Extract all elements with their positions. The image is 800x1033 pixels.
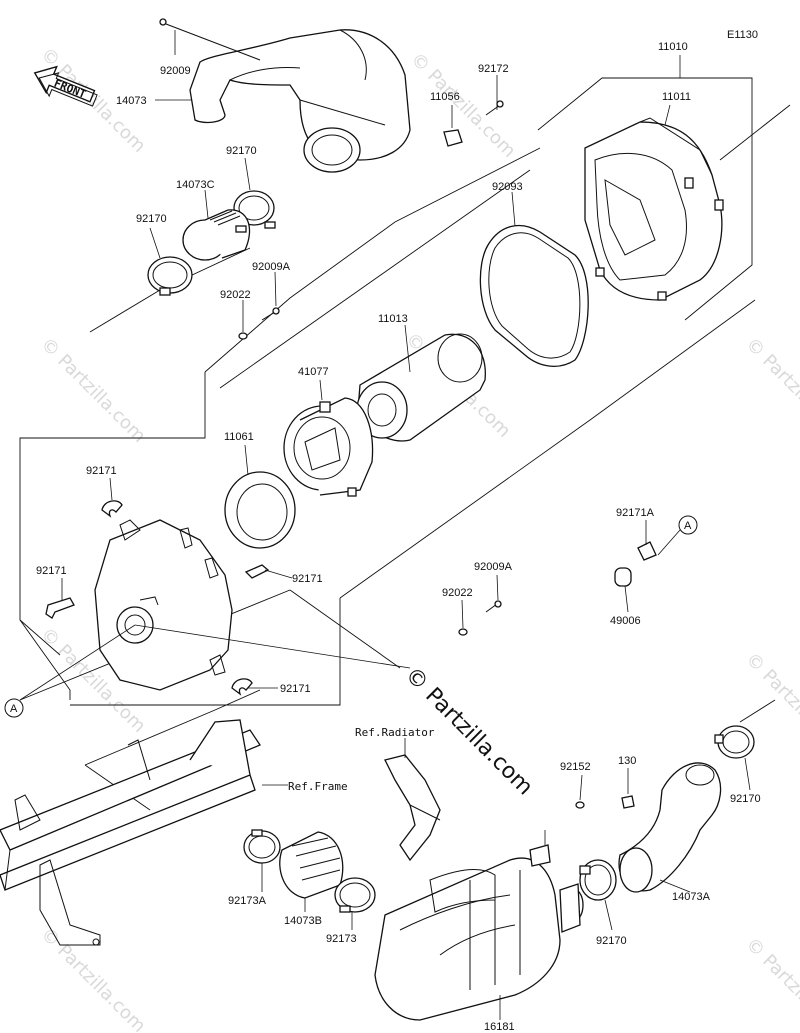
callout-92170-d: 92170	[596, 935, 627, 947]
ref-marker-a-left-text: A	[10, 703, 18, 715]
callout-92009: 92009	[160, 65, 191, 77]
screw-92009a-mid	[485, 600, 502, 613]
callout-92170-a: 92170	[226, 145, 257, 157]
callout-92172: 92172	[478, 63, 509, 75]
leader-lines	[61, 30, 751, 1020]
callout-92171-a: 92171	[86, 465, 117, 477]
filter-element-11013	[356, 333, 486, 442]
callout-11010: 11010	[658, 41, 688, 53]
clip-92171a	[637, 541, 657, 561]
callout-14073: 14073	[116, 95, 147, 107]
callout-14073b: 14073B	[284, 915, 322, 927]
clip-92171-b	[45, 597, 75, 619]
ref-radiator-label: Ref.Radiator	[355, 726, 435, 739]
sleeve-14073c	[182, 209, 251, 261]
callout-92152: 92152	[560, 761, 591, 773]
assembly-guides	[19, 77, 791, 811]
sleeve-14073b	[279, 831, 344, 899]
callout-92171-b: 92171	[36, 565, 67, 577]
callout-14073c: 14073C	[176, 179, 215, 191]
callout-labels: 92009 14073 92172 11056 11010 11011 9217…	[36, 41, 761, 1033]
callout-92022-mid: 92022	[442, 587, 473, 599]
ref-a-leader-left	[19, 624, 136, 701]
callout-16181: 16181	[484, 1021, 515, 1033]
callout-11013: 11013	[378, 313, 408, 325]
washer-92022-top	[238, 332, 248, 340]
callout-11056: 11056	[430, 91, 460, 103]
callout-41077: 41077	[298, 366, 329, 378]
seal-11061	[224, 471, 296, 549]
callout-92173a: 92173A	[228, 895, 267, 907]
callout-92009a-top: 92009A	[252, 261, 291, 273]
watermark-3: © Partzilla.com	[36, 334, 149, 447]
air-cleaner-cover	[94, 519, 233, 691]
washer-92152	[575, 801, 585, 809]
callout-92022-top: 92022	[220, 289, 251, 301]
muffler-16181	[374, 844, 584, 1021]
bracket-11056	[443, 129, 463, 147]
bolt-130	[621, 795, 635, 809]
clip-92171-a	[101, 500, 123, 518]
callout-130: 130	[618, 755, 636, 767]
callout-92173: 92173	[326, 933, 357, 945]
callout-92171a: 92171A	[616, 507, 655, 519]
clip-92171-c	[244, 564, 270, 579]
callout-92171-c: 92171	[292, 573, 323, 585]
ref-marker-a-right-text: A	[684, 520, 692, 532]
washer-92022-mid	[458, 628, 468, 636]
filter-cage-41077	[283, 397, 374, 497]
intake-duct-14073	[189, 29, 411, 173]
clamp-92173a	[243, 829, 281, 864]
callout-92170-c: 92170	[730, 793, 761, 805]
radiator-reference	[384, 754, 441, 862]
gasket-92093	[479, 224, 589, 367]
callout-92009a-mid: 92009A	[474, 561, 513, 573]
watermark-5: © Partzilla.com	[741, 334, 800, 447]
clamp-92173	[334, 877, 376, 913]
callout-49006: 49006	[610, 615, 641, 627]
frame-reference	[0, 719, 261, 946]
callout-11011: 11011	[662, 91, 691, 103]
cap-49006	[614, 567, 632, 587]
exhaust-duct-14073a	[618, 762, 722, 893]
clamp-92170-right-lower	[579, 859, 617, 901]
watermark-8: © Partzilla.com	[36, 924, 149, 1033]
diagram-code: E1130	[727, 29, 758, 41]
clamp-92170-lower	[147, 256, 193, 296]
callout-14073a: 14073A	[672, 891, 711, 903]
screw-92172	[485, 100, 504, 116]
callout-92093: 92093	[492, 181, 523, 193]
clip-92171-d	[231, 678, 253, 696]
clamp-92170-right-upper	[714, 725, 755, 759]
ref-marker-a-right: A	[678, 515, 698, 535]
callout-92171-d: 92171	[280, 683, 311, 695]
callout-11061: 11061	[224, 431, 254, 443]
air-cleaner-housing-11010	[584, 117, 724, 301]
screw-92009a-top	[261, 307, 280, 321]
ref-marker-a-left: A	[4, 698, 24, 718]
callout-92170-b: 92170	[136, 213, 167, 225]
drain-leader	[134, 624, 411, 669]
ref-frame-label: Ref.Frame	[288, 780, 348, 793]
screw-92009-top	[159, 18, 261, 61]
watermark-9: © Partzilla.com	[741, 934, 800, 1033]
